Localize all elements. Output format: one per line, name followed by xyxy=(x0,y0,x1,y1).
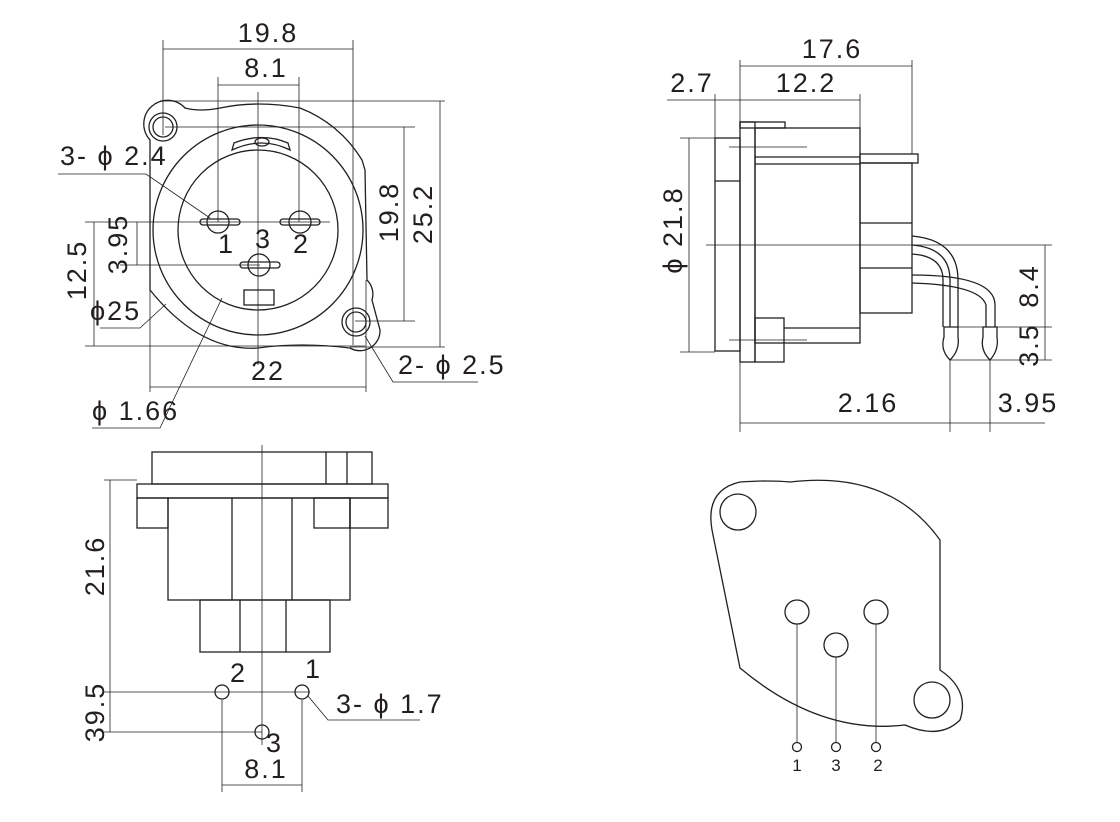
latch xyxy=(313,497,351,529)
pcb-view: 1 3 2 xyxy=(710,479,964,775)
pin-label-2: 2 xyxy=(293,229,310,259)
dim-height-total: 25.2 xyxy=(408,184,438,245)
dim-pin-distance: 2.16 xyxy=(838,388,899,418)
dim-body-depth: 12.2 xyxy=(776,68,837,98)
mount-hole xyxy=(913,681,951,719)
mount-hole xyxy=(345,311,367,333)
dim-pin-offset: 3.95 xyxy=(103,214,133,275)
flange xyxy=(136,483,389,499)
main-body xyxy=(167,497,351,601)
key-slot xyxy=(243,289,275,306)
dim-pin-height: 8.4 xyxy=(1014,264,1044,308)
pin-label-1: 1 xyxy=(218,229,235,259)
rear-body xyxy=(199,599,331,653)
pin-label-1: 1 xyxy=(305,654,322,684)
leader-line xyxy=(100,303,167,329)
side-view: 17.6 12.2 2.7 ϕ 21.8 8.4 3.5 2.16 3.95 xyxy=(658,34,1059,432)
dim-pin-tip: 3.5 xyxy=(1014,323,1044,367)
leader-line xyxy=(307,695,420,721)
flange-left xyxy=(136,497,169,529)
dim-pin-spacing: 8.1 xyxy=(244,754,288,784)
dim-diameter: ϕ 21.8 xyxy=(658,186,688,273)
leader-line xyxy=(58,173,211,219)
pin-lead-2 xyxy=(911,274,996,327)
dim-center-height: 12.5 xyxy=(62,240,92,301)
side-body xyxy=(754,127,861,344)
rear-latch xyxy=(859,153,919,164)
leader-line xyxy=(364,335,478,383)
dim-pin-pitch: 3.95 xyxy=(998,388,1059,418)
side-flange xyxy=(739,121,756,363)
latch-slot xyxy=(230,136,292,152)
pin-tip-2 xyxy=(981,326,998,361)
latch-tab xyxy=(254,137,270,147)
label-pin-holes: 3- ϕ 1.7 xyxy=(336,689,444,719)
front-view: 19.8 8.1 25.2 19.8 12.5 3.95 22 3- ϕ 2.4… xyxy=(58,18,506,429)
pin-label-2: 2 xyxy=(873,756,882,775)
dim-flange-depth: 2.7 xyxy=(670,68,714,98)
pin-marker xyxy=(830,741,842,753)
leader-line xyxy=(92,297,223,429)
dim-total-depth: 17.6 xyxy=(802,34,863,64)
pin-tip-1 xyxy=(942,326,959,361)
dim-width-outer: 19.8 xyxy=(238,18,299,48)
front-plate xyxy=(714,137,741,352)
label-mount-holes: 2- ϕ 2.5 xyxy=(398,350,506,380)
pin-pad-2 xyxy=(863,599,889,625)
label-pin-holes: 3- ϕ 2.4 xyxy=(60,141,168,171)
dim-flange-width: 22 xyxy=(251,356,285,386)
pin-label-1: 1 xyxy=(792,756,801,775)
label-inner-diameter: ϕ 1.66 xyxy=(92,396,179,426)
dim-height-holes: 19.8 xyxy=(374,182,404,243)
pin-pad-3 xyxy=(823,632,849,658)
dim-pin-spacing: 8.1 xyxy=(244,53,288,83)
pin-lead-1 xyxy=(911,235,959,327)
top-latch xyxy=(739,121,786,129)
pin-marker xyxy=(870,741,882,753)
rear-body xyxy=(859,162,913,314)
pcb-outline xyxy=(710,479,964,732)
dim-pin-row: 39.5 xyxy=(80,682,110,743)
bottom-view: 2 1 3 21.6 39.5 8.1 3- ϕ 1.7 xyxy=(80,445,444,792)
dim-height: 21.6 xyxy=(80,536,110,597)
mount-hole xyxy=(719,493,757,531)
mount-hole-outer xyxy=(341,307,371,337)
label-ring-diameter: ϕ25 xyxy=(90,296,141,326)
pin-label-3: 3 xyxy=(255,224,272,254)
pin-marker xyxy=(791,741,803,753)
pin-label-3: 3 xyxy=(831,756,840,775)
pin-label-2: 2 xyxy=(230,658,247,688)
pin-pad-1 xyxy=(784,599,810,625)
flange-right xyxy=(349,497,389,529)
pin-label-3: 3 xyxy=(266,728,283,758)
